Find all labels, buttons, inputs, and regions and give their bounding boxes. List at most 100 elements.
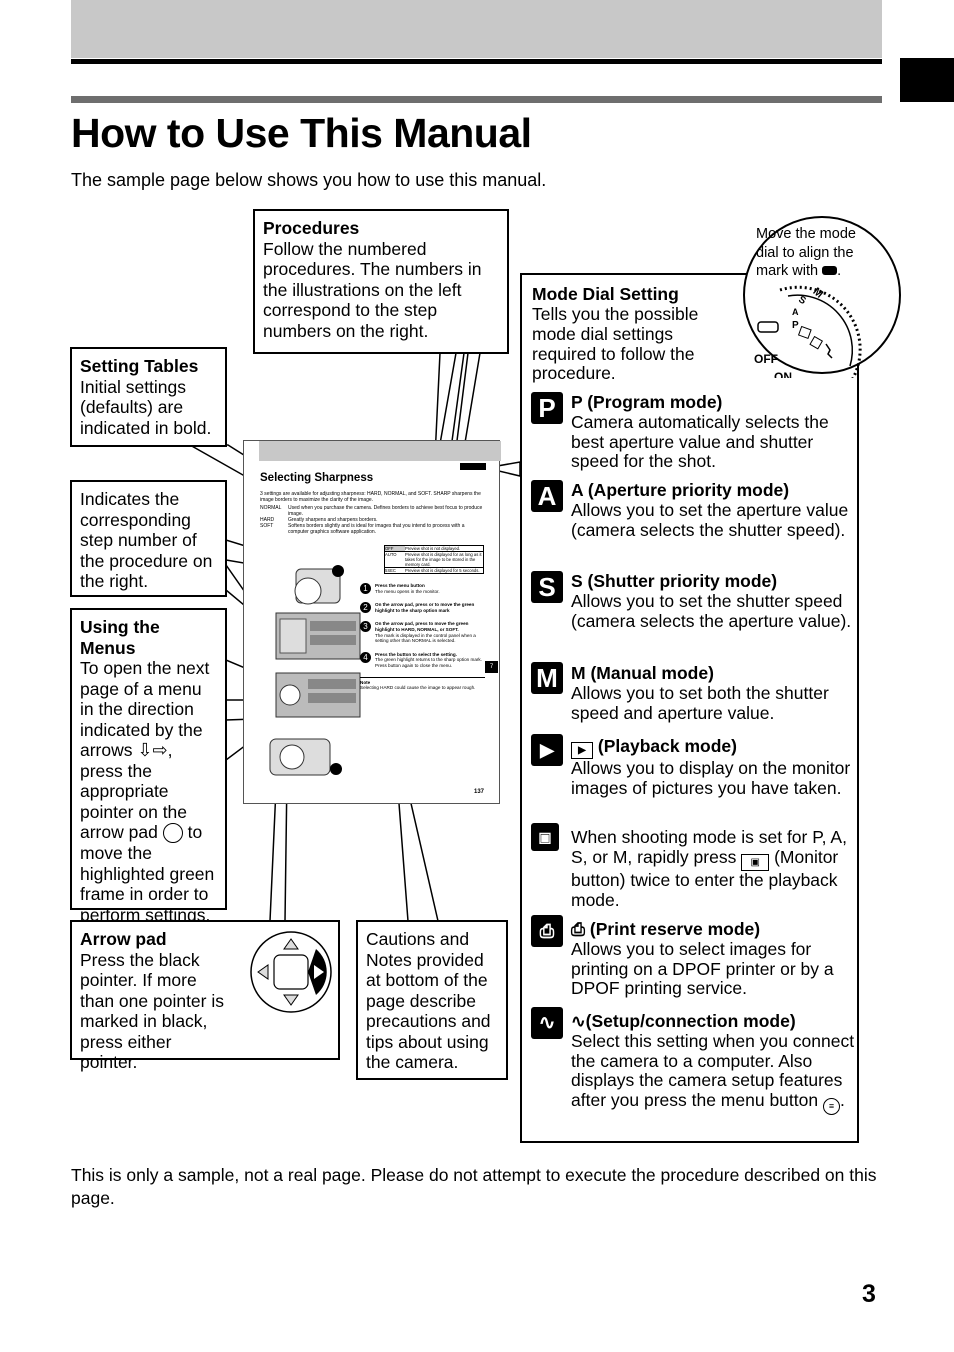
using-menus-title: Using the Menus [80,617,160,658]
camera-illustrations [269,565,361,776]
setting-tables-title: Setting Tables [80,356,199,376]
mode-dial-panel: Mode Dial Setting Tells you the possible… [520,273,859,1143]
program-mode-icon: P [531,392,563,424]
shutter-mode-icon: S [531,571,563,603]
chapter-tab [900,58,954,102]
sample-note-title: Note [360,679,371,685]
cautions-callout: Cautions and Notes provided at bottom of… [356,920,508,1080]
sample-row-text: Softens borders slightly and is ideal fo… [288,523,465,535]
dial-label-p: P [792,320,799,331]
step-number-icon: 2 [360,602,371,614]
program-mode-title: P (Program mode) [571,392,723,412]
sample-row-text: Used when you purchase the camera. Defin… [288,505,483,517]
sample-table-value: Preview shot is not displayed. [405,546,461,551]
using-menus-text-1: To open the next page of a menu in the d… [80,658,210,760]
print-icon: ⎙ [571,919,585,939]
print-mode-title: (Print reserve mode) [589,919,761,939]
footer-note: This is only a sample, not a real page. … [71,1165,877,1208]
manual-mode: M (Manual mode) Allows you to set both t… [571,663,856,723]
program-mode-text: Camera automatically selects the best ap… [571,411,829,472]
using-menus-callout: Using the Menus To open the next page of… [70,608,227,925]
playback-mode: ▶ (Playback mode) Allows you to display … [571,736,856,799]
setup-icon: ∿ [571,1011,586,1031]
page-title: How to Use This Manual [71,110,532,156]
cautions-text: Cautions and Notes provided at bottom of… [366,929,491,1072]
setup-mode-title: (Setup/connection mode) [585,1011,796,1031]
playback-mode-title-row: ▶ (Playback mode) [571,736,856,759]
page-number: 3 [862,1280,876,1308]
sample-rows: NORMAL Used when you purchase the camera.… [260,505,484,535]
shutter-mode-text: Allows you to set the shutter speed (cam… [571,590,852,631]
setup-mode: ∿(Setup/connection mode) Select this set… [571,1011,856,1116]
sample-row-label: NORMAL [260,505,282,511]
sample-row: NORMAL Used when you purchase the camera.… [260,505,484,517]
sample-row-label: SOFT [260,523,274,529]
dial-label-a: A [792,307,799,317]
print-mode-text: Allows you to select images for printing… [571,938,834,999]
step-number-icon: 1 [360,583,371,594]
using-menus-text-2: , press the appropriate pointer on the a… [80,740,188,842]
mode-dial-hint-text: Move the mode dial to align the mark wit… [756,226,856,279]
shutter-mode-title: S (Shutter priority mode) [571,571,778,591]
sample-table-key: AUTO [385,552,397,557]
setup-mode-text-2: . [839,1090,845,1111]
sample-table-value: Preview shot is displayed for 5 seconds. [405,568,480,573]
using-menus-text-3: to move the highlighted green frame in o… [80,822,215,925]
arrow-pad-text: Press the black pointer. If more than on… [80,949,224,1073]
setup-mode-title-row: ∿(Setup/connection mode) [571,1011,856,1032]
playback-mode-title: (Playback mode) [597,736,737,756]
setup-mode-text-1: Select this setting when you connect the… [571,1030,855,1111]
dial-label-on: ON [774,370,792,378]
step-number-icon: 3 [360,621,371,633]
header-rule [71,59,882,64]
sample-step-body: Press the button to select the setting.T… [375,652,485,669]
sample-table-key: 5SEC [385,568,396,573]
mode-dial-hint-circle [743,216,901,374]
sample-step-bold: Press the menu button [375,583,425,588]
dial-mark-icon [822,266,838,275]
title-rule [71,96,882,103]
sample-table-key: OFF [385,546,405,551]
mode-dial-hint-text-body: Move the mode dial to align the mark wit… [756,226,856,279]
playback-mode-text: Allows you to display on the monitor ima… [571,758,851,798]
sample-intro: 3 settings are available for adjusting s… [260,491,481,503]
setting-tables-callout: Setting Tables Initial settings (default… [70,347,227,447]
sample-step: 3 On the arrow pad, press to move the gre… [360,621,485,643]
sample-heading: Selecting Sharpness [260,472,374,484]
dial-label-off: OFF [754,352,778,366]
procedures-title: Procedures [263,218,360,238]
monitor-button-icon: ▣ [531,823,559,851]
arrow-pad-icon [250,931,332,1013]
arrow-pad-small-icon [162,823,183,844]
intro-text: The sample page below shows you how to u… [71,170,547,190]
aperture-mode-title: A (Aperture priority mode) [571,480,790,500]
menu-arrows-icon: ⇩⇨ [137,740,168,760]
sample-step: 2 On the arrow pad, press or to move the … [360,602,485,614]
print-mode: ⎙ (Print reserve mode) Allows you to sel… [571,919,856,999]
mode-dial-illustration: M S A P OFF ON [754,286,862,378]
dial-label-m: M [810,286,825,301]
procedures-text: Follow the numbered procedures. The numb… [263,238,482,341]
sample-page-number: 137 [474,789,485,795]
play-icon: ▶ [571,742,593,759]
menu-button-icon: ≡ [822,1098,840,1116]
setup-mode-icon: ∿ [531,1007,563,1039]
sample-step-bold: On the arrow pad, press to move the gree… [375,621,469,632]
program-mode: P (Program mode) Camera automatically se… [571,392,856,472]
print-mode-title-row: ⎙ (Print reserve mode) [571,919,856,940]
sample-step-body: On the arrow pad, press or to move the g… [375,602,485,613]
monitor-note: When shooting mode is set for P, A, S, o… [571,827,856,910]
sample-step-text: The green highlight returns to the sharp… [375,657,482,668]
sample-table-row: 5SEC Preview shot is displayed for 5 seco… [385,568,483,573]
manual-mode-icon: M [531,662,563,694]
monitor-note-text-2: (Monitor button) twice to enter the play… [571,846,839,910]
procedures-callout: Procedures Follow the numbered procedure… [253,209,509,354]
sample-mode-icons [460,463,486,470]
shutter-mode: S (Shutter priority mode) Allows you to … [571,571,856,631]
